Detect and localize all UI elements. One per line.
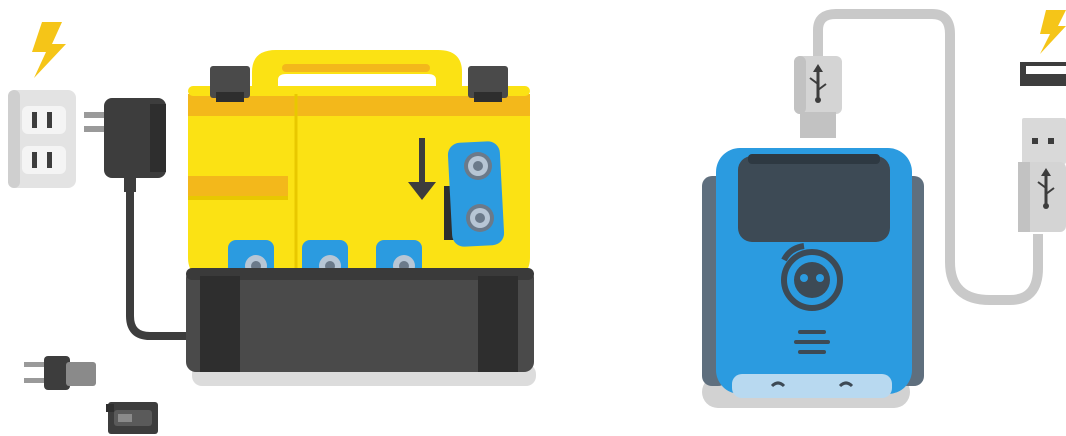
lightning-icon xyxy=(1040,10,1066,54)
robot-bumper xyxy=(732,374,892,398)
robot-screen xyxy=(738,156,890,242)
robot xyxy=(702,148,924,408)
wall-outlet-icon xyxy=(8,90,76,188)
left-panel xyxy=(8,22,536,434)
power-cable xyxy=(130,190,192,336)
case-latch-right xyxy=(468,66,508,102)
usb-plug-icon xyxy=(1018,118,1066,232)
usb-plug-icon xyxy=(794,56,842,138)
right-panel xyxy=(702,10,1066,408)
robot-inserting xyxy=(444,141,505,248)
power-adapter-icon xyxy=(84,98,192,336)
case-latch-left xyxy=(210,66,250,102)
plug-adapter-icon xyxy=(24,356,96,390)
usb-port-icon xyxy=(1020,62,1066,86)
lightning-icon xyxy=(32,22,66,78)
plug-adapter-alt-icon xyxy=(106,402,158,434)
charging-case xyxy=(186,50,536,386)
